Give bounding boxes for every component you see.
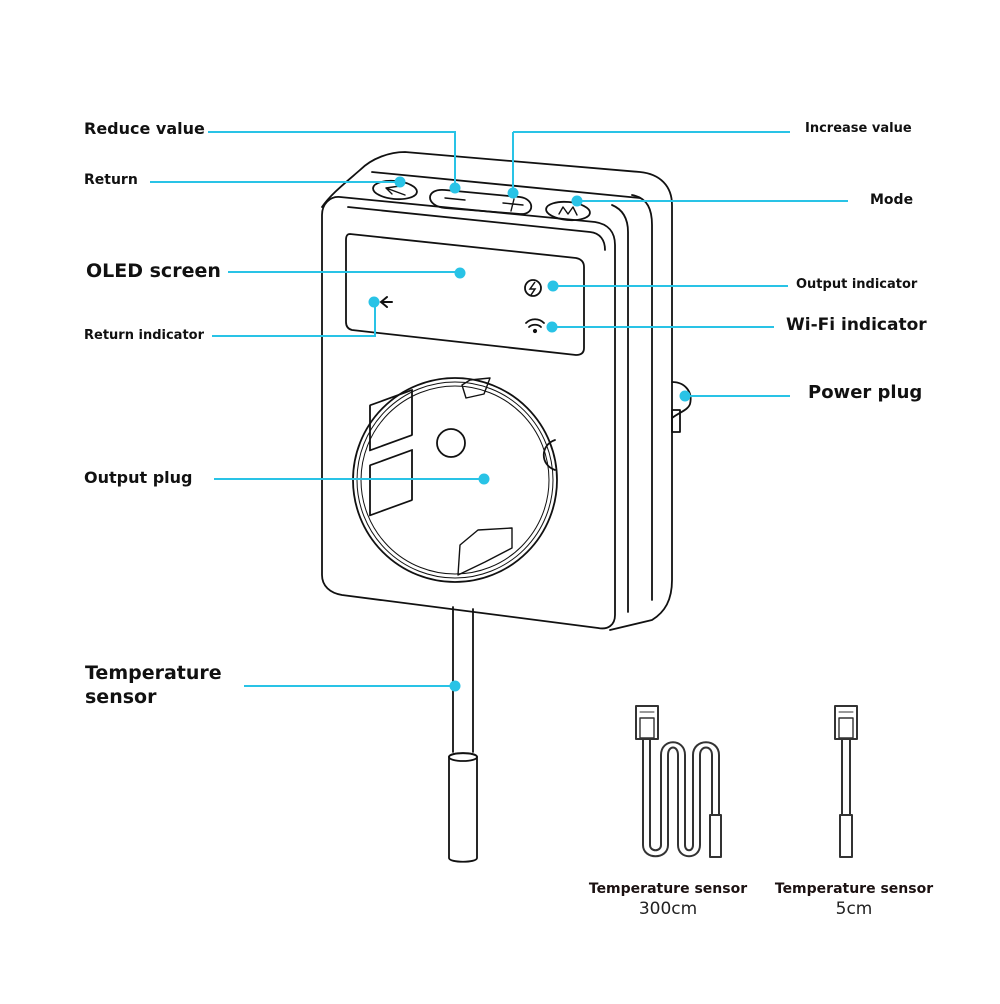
device-top-ridge — [371, 171, 641, 199]
power-plug-pin — [671, 409, 681, 433]
label-oled-screen: OLED screen — [86, 260, 221, 282]
socket-earth-clip-top — [461, 377, 491, 399]
callout-dot-oled — [454, 267, 466, 279]
label-increase-value: Increase value — [805, 121, 912, 136]
label-return: Return — [84, 172, 138, 188]
socket-contact-bottom — [369, 449, 413, 517]
socket-pin-hole — [436, 428, 466, 458]
socket-earth-clip-bottom — [457, 527, 513, 576]
callout-dot-reduce — [449, 182, 461, 194]
callout-dot-mode — [571, 195, 583, 207]
callout-line-return-indicator — [212, 302, 376, 337]
label-output-plug: Output plug — [84, 468, 193, 487]
sensor-probe-top — [448, 752, 478, 762]
rj-connector — [834, 705, 858, 740]
device-front-face — [321, 196, 616, 630]
label-mode: Mode — [870, 192, 914, 208]
accessory-length: 5cm — [835, 899, 873, 919]
socket-contact-top — [369, 389, 413, 452]
callout-lines — [150, 131, 848, 687]
callout-dot-output-indicator — [547, 280, 559, 292]
reduce-increase-button[interactable] — [429, 189, 533, 215]
output-indicator-icon — [524, 279, 542, 297]
callout-dot-return — [394, 176, 406, 188]
label-wifi-indicator: Wi-Fi indicator — [786, 315, 927, 335]
socket-pin-hole-right — [542, 439, 556, 471]
device-side — [631, 194, 653, 601]
sensor-probe — [448, 752, 478, 863]
accessory-name: Temperature sensor — [774, 881, 934, 897]
plus-icon — [502, 198, 524, 212]
accessory-name: Temperature sensor — [588, 881, 748, 897]
device-side-inner — [611, 204, 629, 613]
callout-dot-return-indicator — [368, 296, 380, 308]
callout-line-reduce — [208, 131, 456, 188]
label-output-indicator: Output indicator — [796, 277, 918, 292]
accessory-caption-5cm: Temperature sensor 5cm — [759, 881, 949, 919]
callout-dot-wifi — [546, 321, 558, 333]
label-return-indicator: Return indicator — [84, 328, 204, 343]
callout-line-increase — [512, 131, 790, 193]
lightning-icon — [524, 279, 542, 297]
callout-dot-output-plug — [478, 473, 490, 485]
device-front-rim — [347, 206, 606, 251]
power-plug[interactable] — [671, 381, 692, 419]
accessory-sensor-5cm-illustration — [834, 705, 858, 858]
callout-dot-increase — [507, 187, 519, 199]
mode-button[interactable] — [545, 200, 591, 222]
rj-connector — [635, 705, 659, 740]
minus-icon — [444, 197, 466, 201]
accessory-caption-300cm: Temperature sensor 300cm — [573, 881, 763, 919]
label-power-plug: Power plug — [808, 382, 923, 403]
accessory-sensor-300cm-illustration — [635, 705, 722, 858]
callout-dot-power-plug — [679, 390, 691, 402]
label-reduce-value: Reduce value — [84, 119, 205, 138]
callout-dot-temp-sensor — [449, 680, 461, 692]
return-arrow-icon — [385, 185, 406, 196]
label-temperature-sensor: Temperature sensor — [85, 662, 222, 708]
callout-dots — [368, 176, 691, 692]
oled-screen — [345, 233, 585, 356]
wifi-icon — [525, 318, 545, 334]
arrow-left-icon — [379, 296, 393, 308]
accessory-length: 300cm — [638, 899, 698, 919]
m-letter-icon — [558, 206, 578, 216]
device-top-face — [321, 151, 673, 631]
